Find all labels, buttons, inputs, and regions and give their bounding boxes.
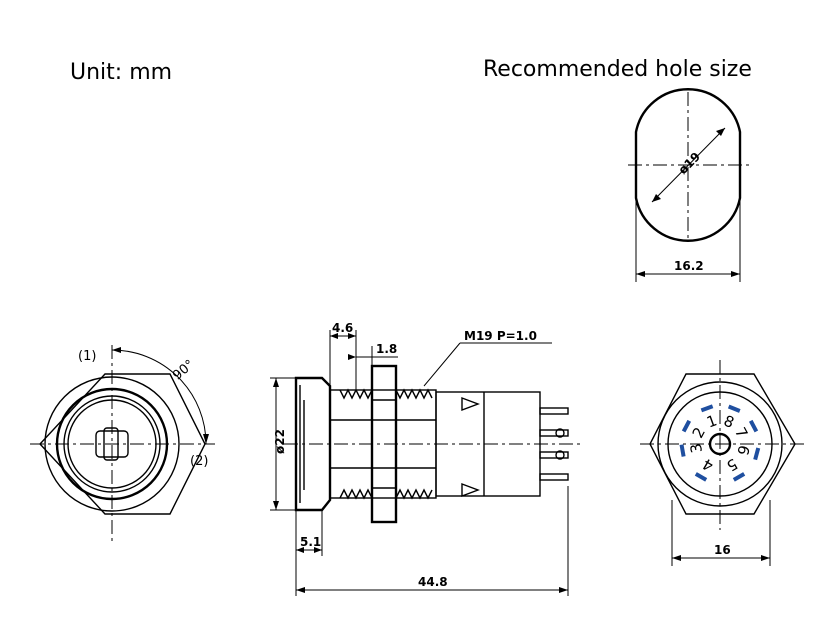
unit-label: Unit: mm — [70, 60, 172, 85]
pin-number-7: 7 — [731, 424, 751, 441]
pin-number-3: 3 — [687, 442, 706, 455]
angle-label: 90° — [170, 357, 197, 383]
position-2-label: (2) — [190, 454, 208, 469]
pin-number-4: 4 — [699, 455, 716, 475]
hole-size-title: Recommended hole size — [483, 57, 752, 82]
dim-44-8-label: 44.8 — [418, 575, 448, 589]
front-view: (1) (2) 90° — [30, 345, 215, 545]
pin-mark-3 — [679, 444, 686, 457]
pin-mark-1 — [700, 404, 714, 413]
pin-mark-6 — [753, 447, 761, 461]
terminals — [539, 407, 569, 481]
pin-mark-8 — [727, 404, 741, 413]
hole-diameter-line — [651, 127, 726, 203]
pin-number-1: 1 — [704, 411, 719, 431]
pin-number-6: 6 — [733, 443, 753, 457]
hole-view: ø19 16.2 — [628, 88, 752, 282]
pin-number-2: 2 — [689, 424, 709, 441]
rotation-arc — [111, 349, 207, 445]
pin-mark-2 — [681, 419, 692, 433]
pin-mark-4 — [694, 472, 708, 482]
position-1-label: (1) — [78, 349, 96, 364]
hole-outline — [634, 88, 742, 242]
pin-number-8: 8 — [721, 412, 737, 432]
pin-marks — [679, 404, 761, 482]
rear-width-label: 16 — [714, 543, 731, 557]
thread-label: M19 P=1.0 — [464, 329, 537, 343]
pin-mark-7 — [748, 419, 759, 433]
dim-5-1-label: 5.1 — [300, 535, 321, 549]
dim-4-6-label: 4.6 — [332, 321, 353, 335]
dim-1-8-label: 1.8 — [376, 342, 397, 356]
thread-leader — [423, 342, 461, 387]
pin-number-5: 5 — [723, 455, 740, 475]
dia22-label: ø22 — [273, 429, 287, 454]
hole-flat-label: 16.2 — [674, 259, 704, 273]
pin-mark-5 — [732, 472, 746, 482]
side-view: ø22 4.6 1.8 M19 P=1.0 5.1 44.8 — [270, 321, 580, 596]
